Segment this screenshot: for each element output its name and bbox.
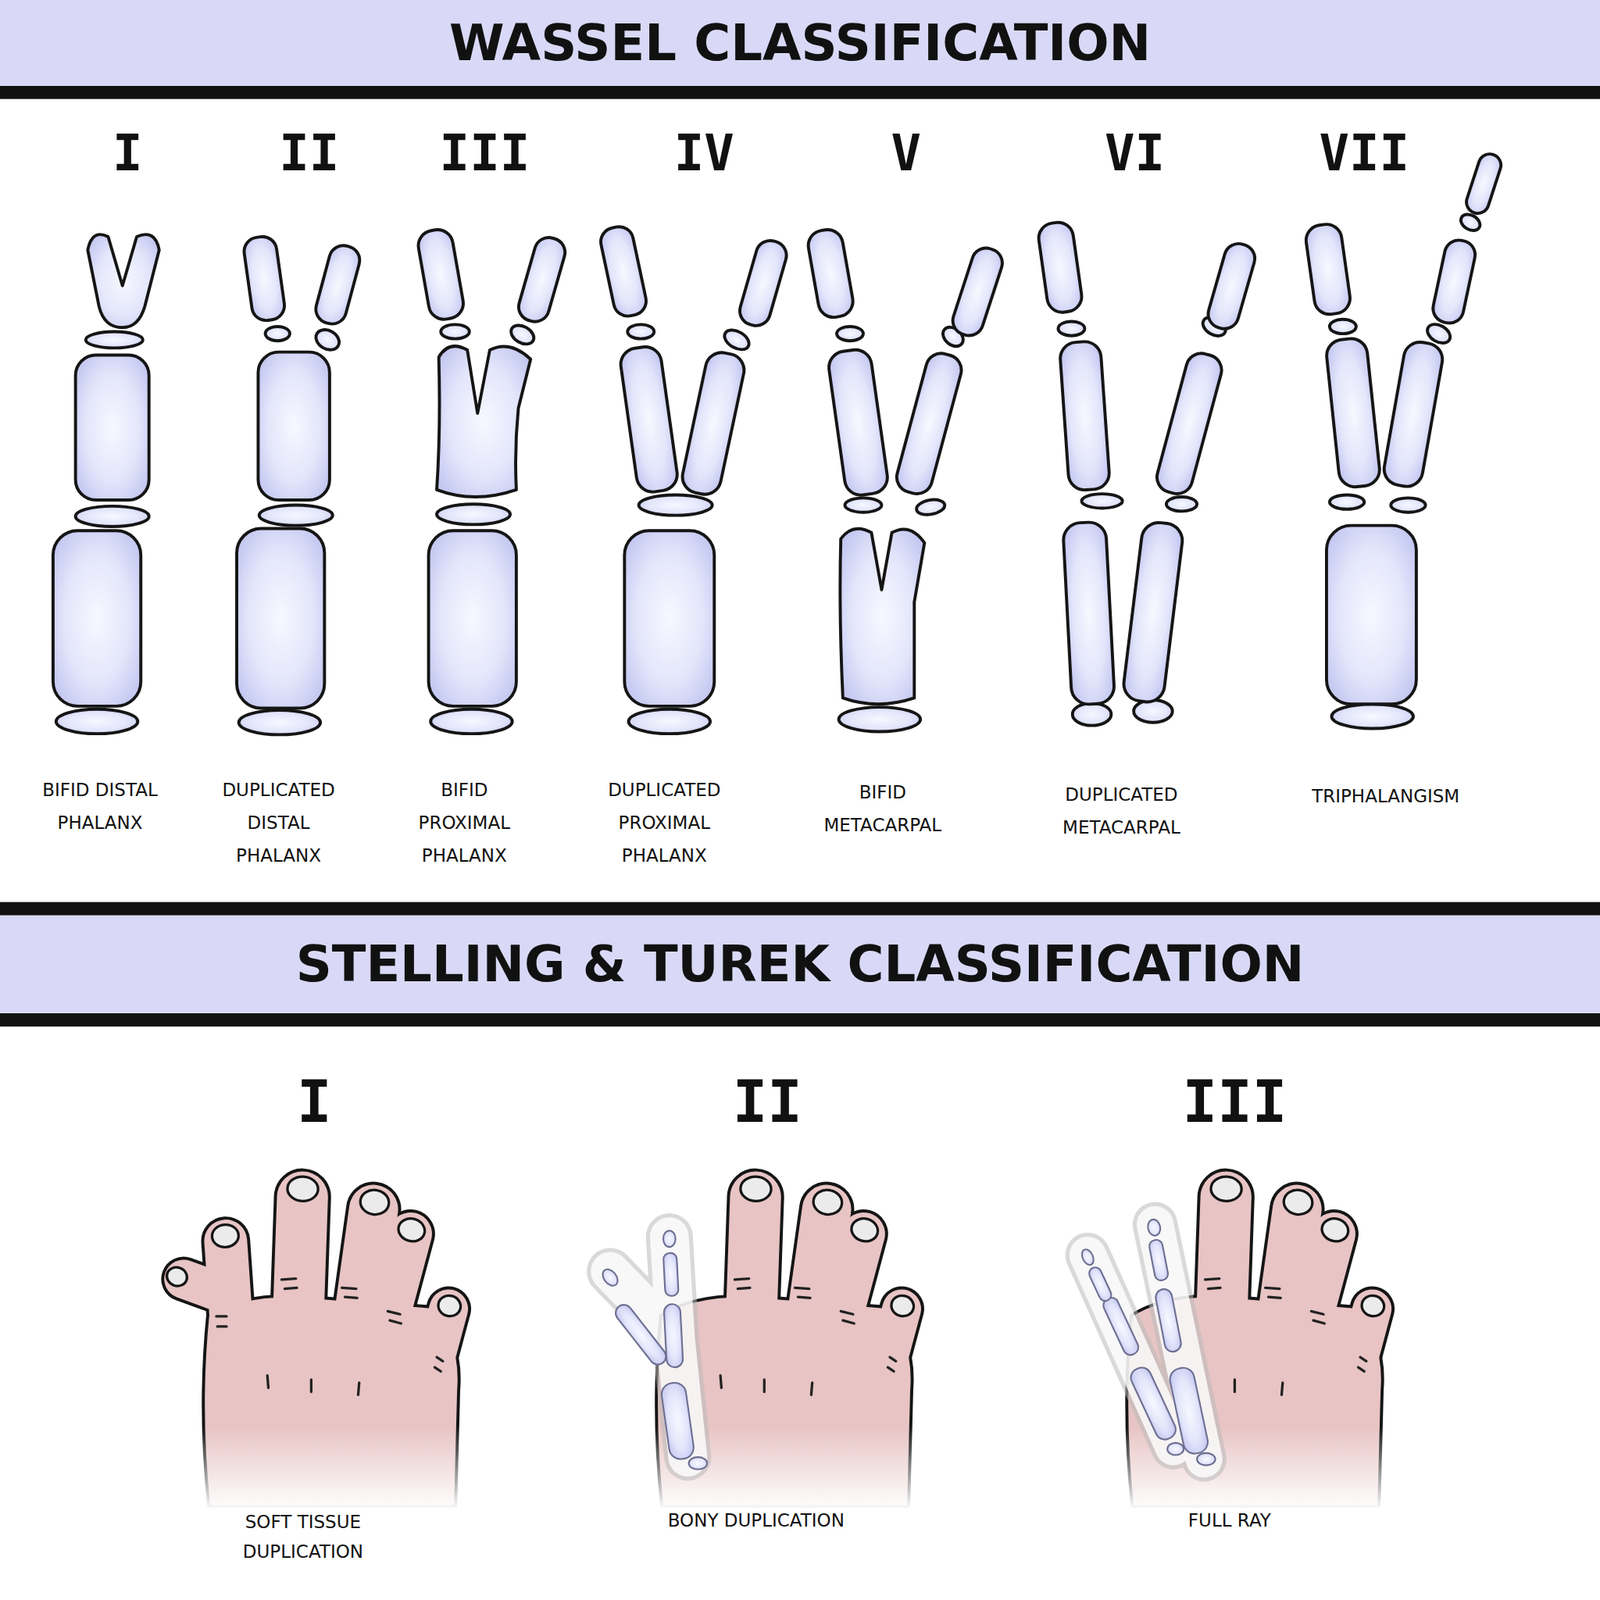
type-caption: BONY DUPLICATION [623, 1505, 890, 1536]
section-band: STELLING & TUREK CLASSIFICATION [0, 915, 1600, 1014]
type-number: VI [1071, 128, 1197, 179]
type-number: II [704, 1072, 830, 1131]
type-caption: BIFID METACARPAL [810, 775, 955, 842]
type-number: I [72, 128, 183, 179]
type-caption: DUPLICATED METACARPAL [1035, 778, 1208, 844]
wassel-type-2-bones [236, 235, 363, 736]
type-number: III [1160, 1072, 1309, 1131]
wassel-type-1-bones [53, 234, 160, 734]
type-number: I [259, 1072, 369, 1131]
wassel-type-4-bones [598, 224, 790, 734]
type-number: II [254, 128, 365, 179]
palm-fade [0, 1426, 1600, 1511]
wassel-type-7-bones [1303, 150, 1504, 729]
wassel-type-3-bones [415, 227, 568, 734]
type-caption: SOFT TISSUE DUPLICATION [209, 1507, 397, 1567]
section-title: WASSEL CLASSIFICATION [449, 15, 1151, 71]
type-number: V [851, 128, 961, 179]
wassel-type-5-bones [806, 227, 1007, 733]
ghost-digit-bony [600, 1230, 708, 1470]
type-caption: FULL RAY [1135, 1505, 1324, 1536]
type-caption: BIFID PROXIMAL PHALANX [405, 773, 523, 872]
wassel-type-6-bones [1036, 220, 1258, 725]
type-number: III [421, 128, 547, 179]
type-caption: DUPLICATED DISTAL PHALANX [212, 773, 346, 872]
section-title: STELLING & TUREK CLASSIFICATION [296, 936, 1305, 992]
section-band: WASSEL CLASSIFICATION [0, 0, 1600, 86]
type-caption: BIFID DISTAL PHALANX [17, 773, 183, 840]
header-rules [0, 85, 1600, 1027]
type-caption: DUPLICATED PROXIMAL PHALANX [597, 773, 731, 872]
ghost-digit-full-ray [1079, 1218, 1216, 1466]
type-number: IV [641, 128, 767, 179]
type-caption: TRIPHALANGISM [1272, 779, 1500, 813]
type-number: VII [1293, 128, 1435, 179]
